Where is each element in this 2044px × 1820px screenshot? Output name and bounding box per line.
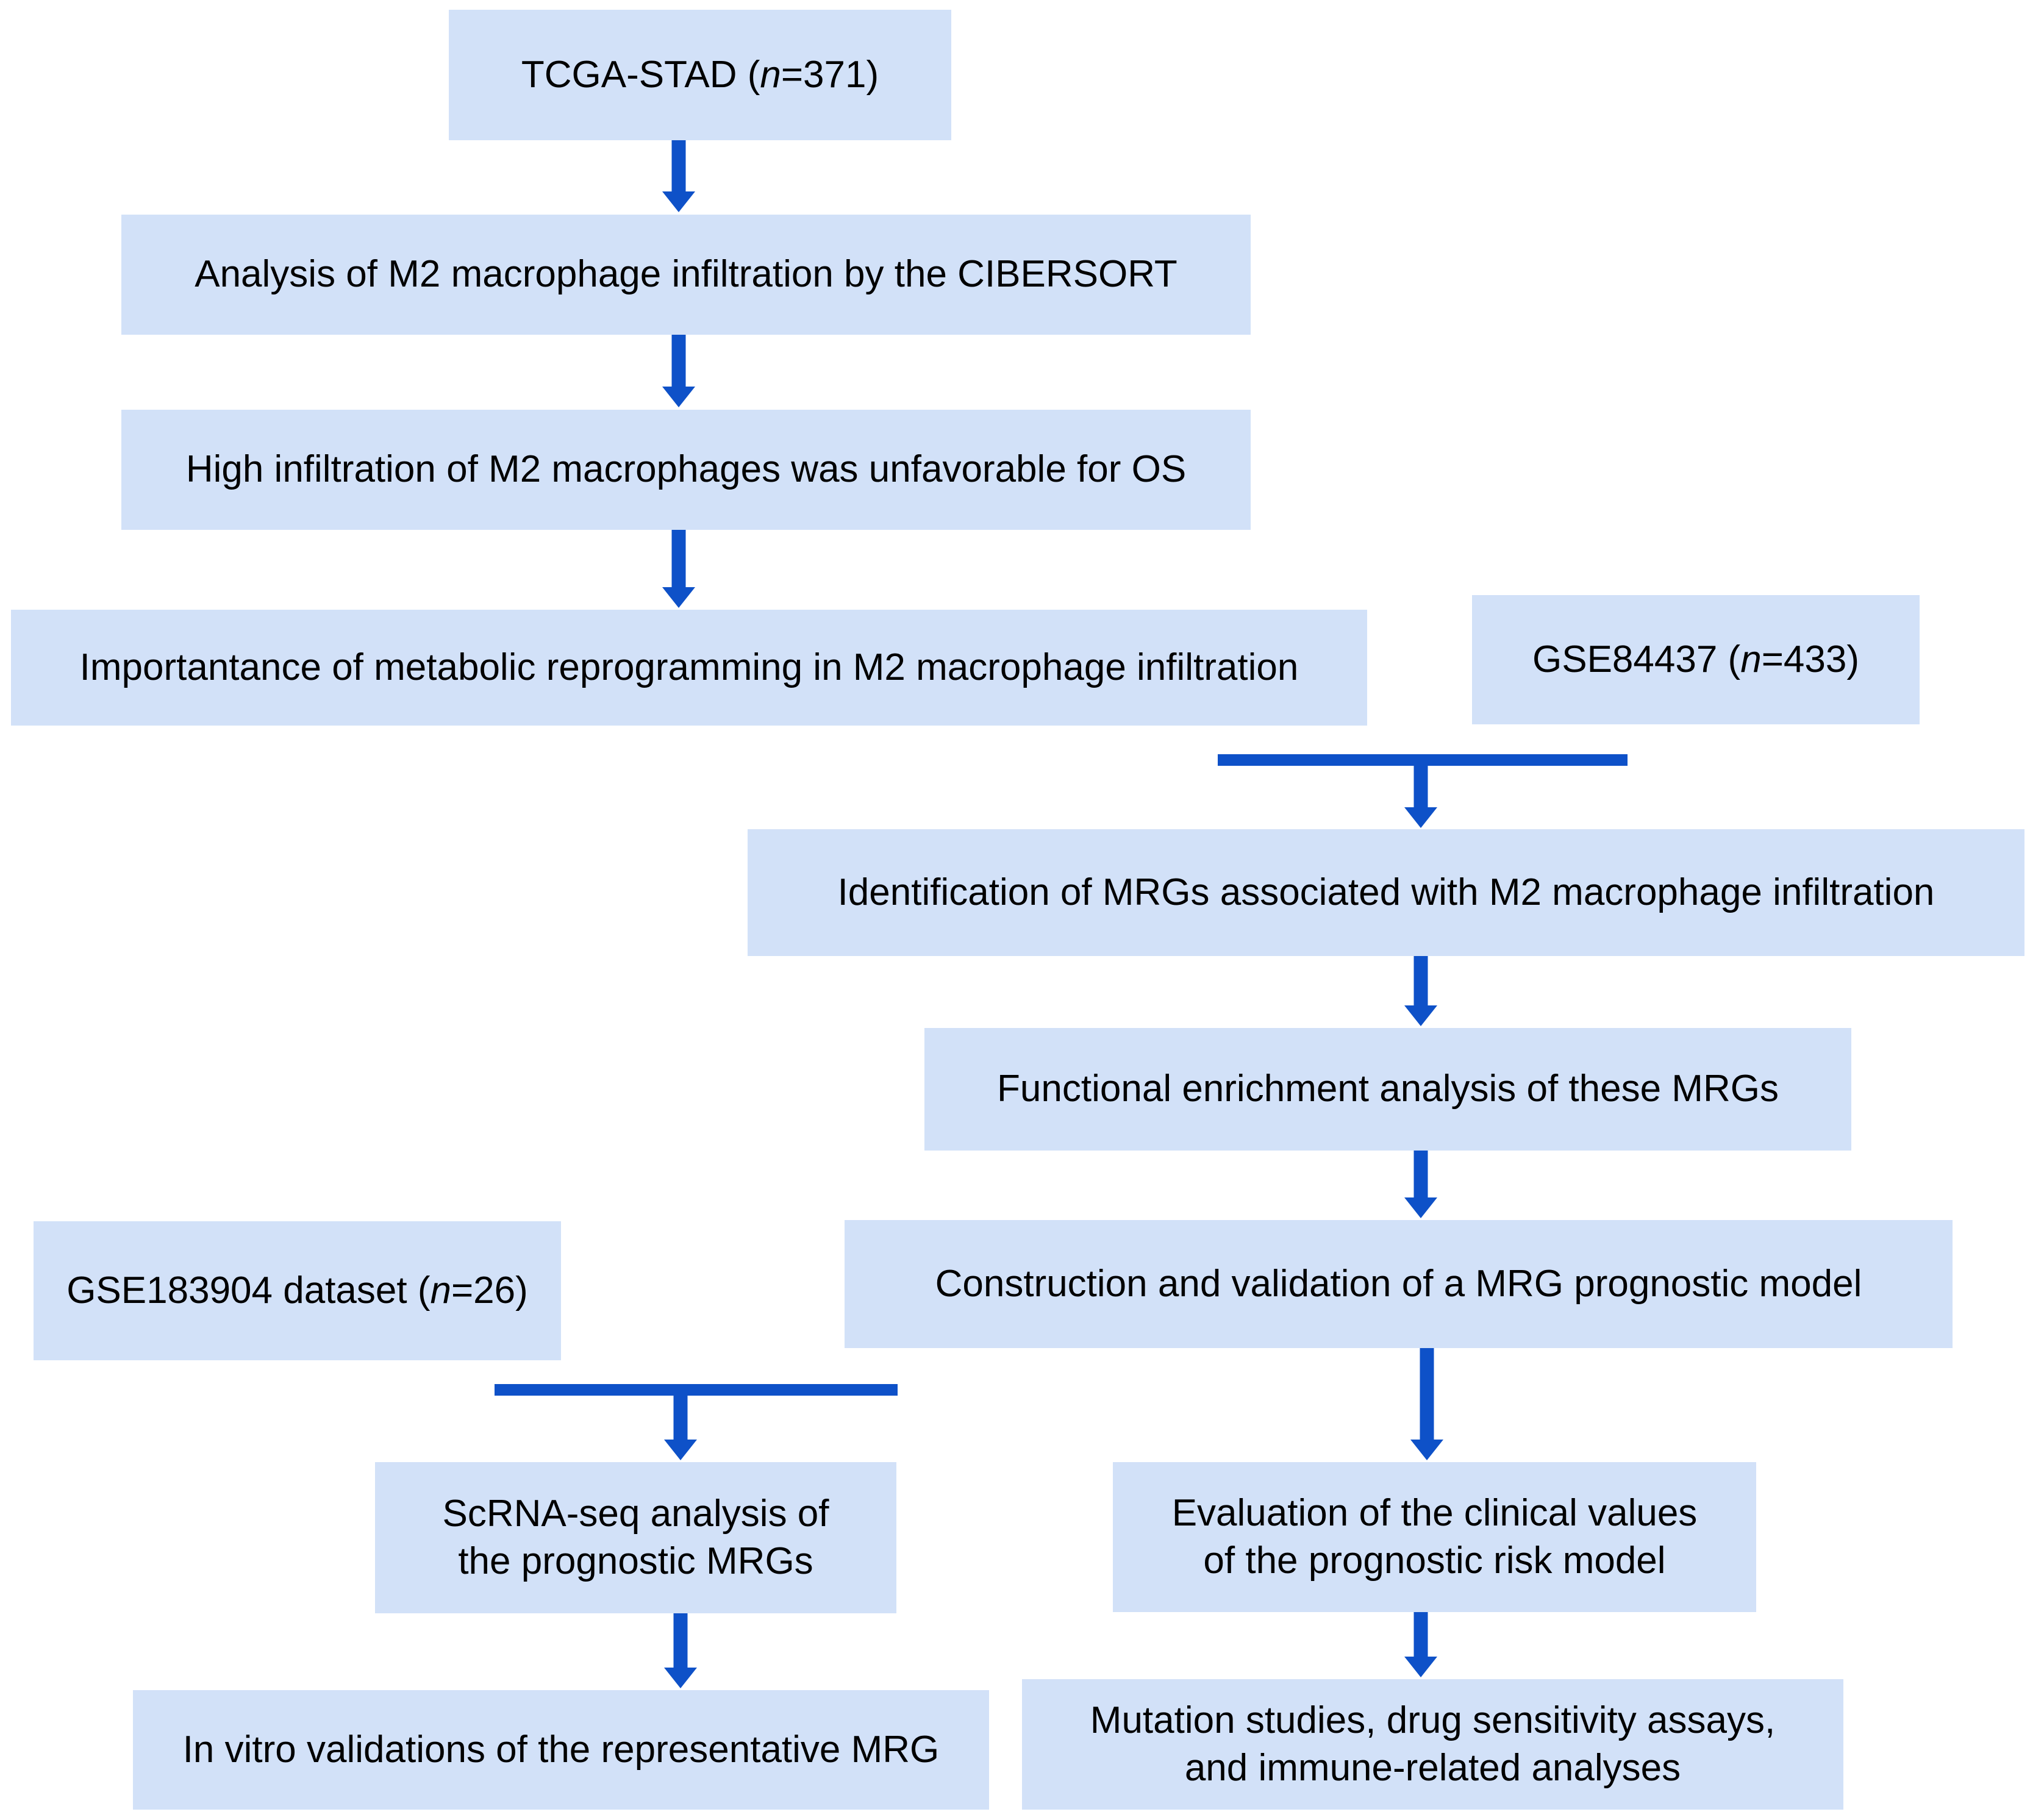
box-text-line: Importantance of metabolic reprogramming… [80,644,1299,691]
box-text-line: Analysis of M2 macrophage infiltration b… [195,251,1177,298]
sample-size-n: n [760,53,781,96]
box-text: of the prognostic risk model [1203,1540,1666,1582]
sample-size-n: n [1740,638,1762,680]
box-text: Functional enrichment analysis of these … [997,1068,1779,1110]
box-text-line: Identification of MRGs associated with M… [838,869,1935,916]
box-text-line: High infiltration of M2 macrophages was … [186,446,1186,493]
box-text-line: of the prognostic risk model [1203,1537,1665,1585]
merge-into-identification-arrow-icon [1404,765,1437,828]
box-text: Identification of MRGs associated with M… [837,871,1935,913]
box-text-line: GSE183904 dataset (n=26) [66,1267,528,1315]
box-text-line: In vitro validations of the representati… [183,1726,940,1774]
box-text: =26) [451,1269,528,1311]
merge-into-identification-bar [1218,754,1628,766]
arrow-identification-to-enrichment-icon [1404,956,1437,1026]
box-text-line: Evaluation of the clinical values [1172,1490,1698,1537]
box-text-line: Construction and validation of a MRG pro… [935,1260,1862,1308]
clinical-value-evaluation-box: Evaluation of the clinical values of the … [1113,1462,1756,1612]
box-text: GSE84437 ( [1532,638,1741,680]
box-text: ScRNA-seq analysis of [442,1492,829,1535]
box-text: In vitro validations of the representati… [182,1728,940,1771]
box-text: Importantance of metabolic reprogramming… [79,646,1299,688]
arrow-construction-to-evaluation-icon [1410,1348,1443,1460]
functional-enrichment-box: Functional enrichment analysis of these … [924,1028,1851,1151]
box-text: TCGA-STAD ( [521,53,760,96]
arrow-tcga-to-cibersort-icon [662,140,695,212]
arrow-enrichment-to-construction-icon [1404,1151,1437,1218]
box-text: GSE183904 dataset ( [66,1269,431,1311]
box-text-line: TCGA-STAD (n=371) [521,51,879,99]
os-finding-box: High infiltration of M2 macrophages was … [121,410,1251,530]
mrg-identification-box: Identification of MRGs associated with M… [748,829,2024,956]
arrow-scrna-to-invitro-icon [664,1613,697,1688]
merge-into-scrna-arrow-icon [664,1395,697,1460]
box-text: =371) [781,53,879,96]
gse84437-dataset-box: GSE84437 (n=433) [1472,595,1920,724]
tcga-stad-dataset-box: TCGA-STAD (n=371) [449,10,951,140]
invitro-validation-box: In vitro validations of the representati… [133,1690,989,1810]
sample-size-n: n [430,1269,451,1311]
arrow-os-to-importance-icon [662,530,695,608]
box-text: High infiltration of M2 macrophages was … [185,448,1187,491]
box-text: the prognostic MRGs [458,1540,813,1582]
box-text: and immune-related analyses [1184,1747,1681,1789]
box-text-line: and immune-related analyses [1185,1744,1681,1792]
cibersort-analysis-box: Analysis of M2 macrophage infiltration b… [121,215,1251,335]
box-text: Evaluation of the clinical values [1171,1491,1698,1534]
box-text: =433) [1761,638,1859,680]
prognostic-model-construction-box: Construction and validation of a MRG pro… [845,1220,1953,1348]
arrow-cibersort-to-os-icon [662,335,695,407]
box-text-line: Mutation studies, drug sensitivity assay… [1090,1697,1775,1744]
gse183904-dataset-box: GSE183904 dataset (n=26) [34,1221,561,1360]
scrna-seq-analysis-box: ScRNA-seq analysis of the prognostic MRGs [375,1462,896,1613]
box-text-line: Functional enrichment analysis of these … [997,1065,1779,1113]
merge-into-scrna-bar [495,1384,898,1396]
box-text-line: GSE84437 (n=433) [1532,636,1859,683]
box-text: Analysis of M2 macrophage infiltration b… [195,253,1177,296]
box-text: Construction and validation of a MRG pro… [935,1262,1862,1305]
metabolic-reprogramming-importance-box: Importantance of metabolic reprogramming… [11,610,1367,726]
box-text: Mutation studies, drug sensitivity assay… [1090,1699,1776,1741]
arrow-evaluation-to-downstream-icon [1404,1612,1437,1677]
box-text-line: ScRNA-seq analysis of [442,1490,829,1538]
downstream-analyses-box: Mutation studies, drug sensitivity assay… [1022,1679,1843,1810]
box-text-line: the prognostic MRGs [458,1538,813,1585]
